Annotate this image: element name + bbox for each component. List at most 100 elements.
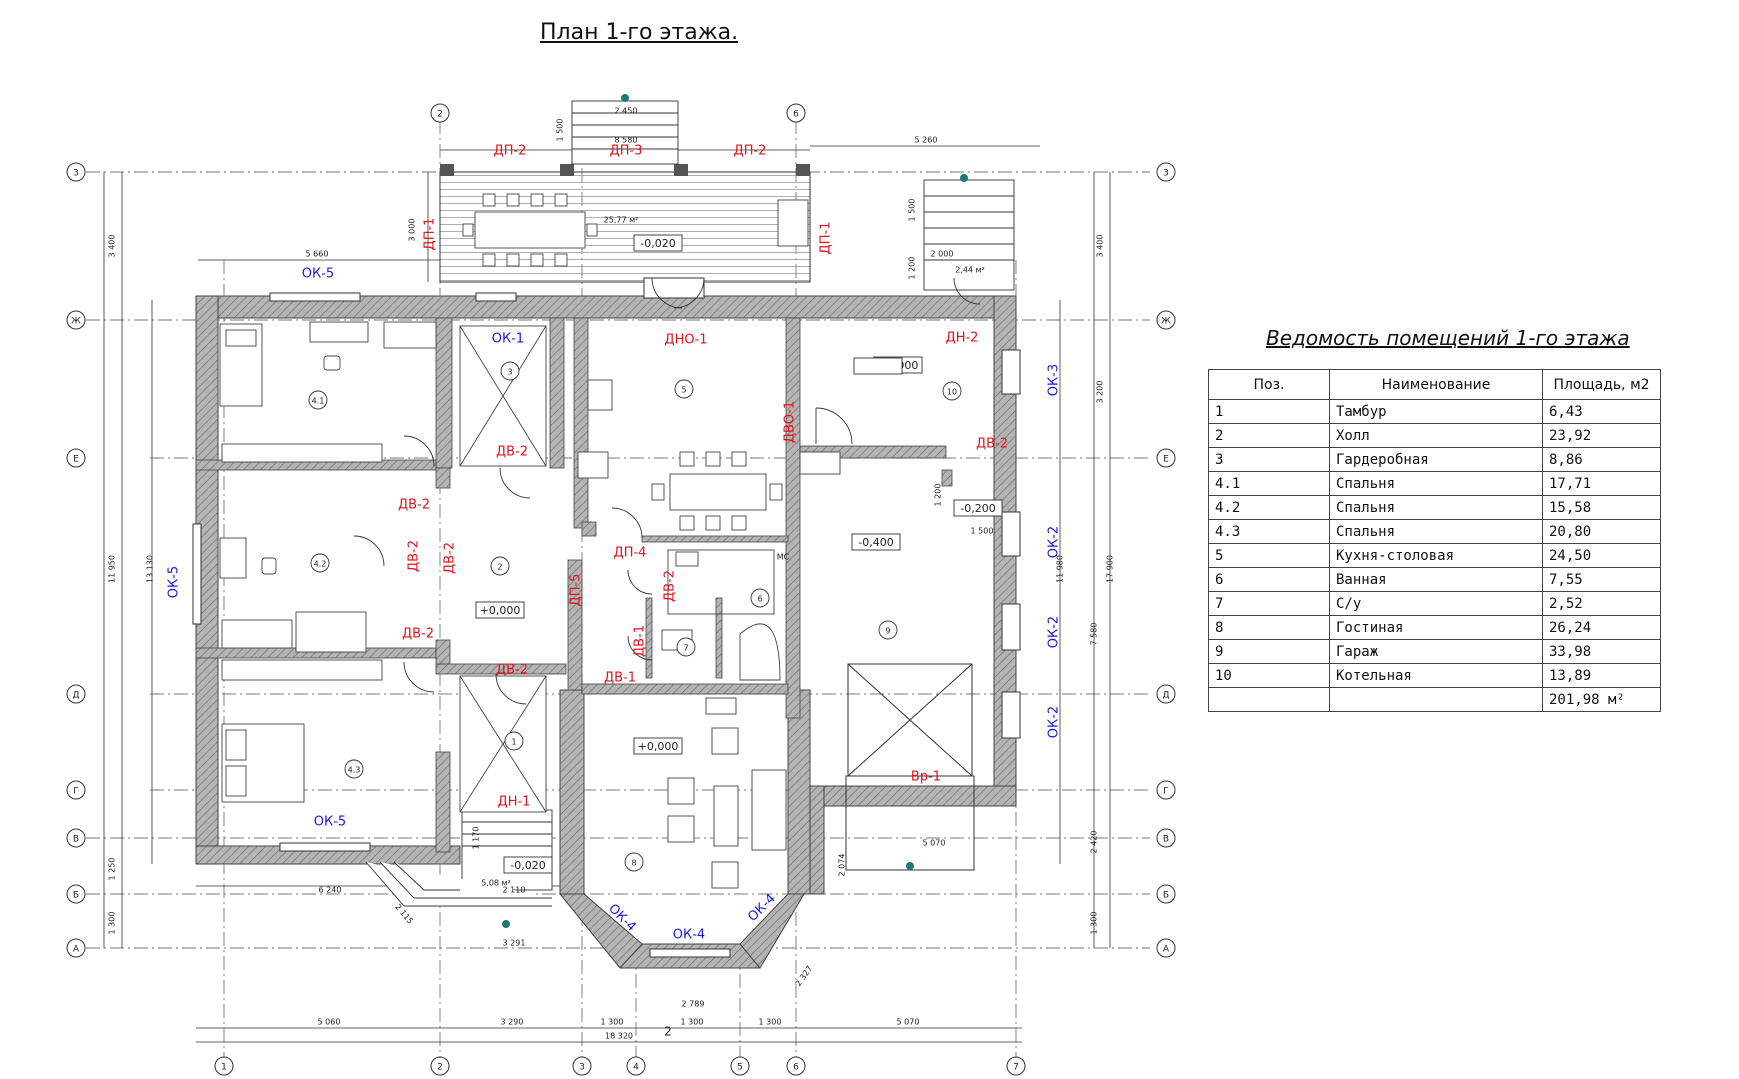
dimension-text: 1 300 [759, 1018, 782, 1027]
cell-area: 15,58 [1542, 495, 1661, 520]
header-name: Наименование [1329, 369, 1543, 400]
cell-pos: 3 [1208, 447, 1330, 472]
door-label: ДНО-1 [664, 333, 707, 348]
area-label: 5,08 м² [481, 879, 511, 888]
level-tags: -0,020+0,000-0,400-0,200+0,000+0,000-0,0… [475, 234, 1003, 874]
dimension-text: 3 290 [501, 1018, 524, 1027]
dimension-text: 5 070 [923, 839, 946, 848]
dimension-text: 1 300 [1090, 912, 1099, 935]
axis-bubble [214, 1056, 234, 1076]
dimension-text: 2 789 [682, 1000, 705, 1009]
dimension-text: 5 260 [915, 136, 938, 145]
axis-bubble [430, 103, 450, 123]
door-label: ДВ-2 [443, 542, 458, 574]
door-label: ДВ-2 [398, 498, 430, 513]
dimension-text: 3 291 [503, 939, 526, 948]
dimension-text: 1 300 [681, 1018, 704, 1027]
dimension-text: 2 420 [1090, 831, 1099, 854]
axis-label: А [1163, 945, 1170, 955]
door-label: ДВ-2 [407, 540, 422, 572]
level-marker [502, 920, 510, 928]
dimension-text: 11 950 [108, 555, 117, 583]
room-number-marker [344, 759, 364, 779]
cell-area: 23,92 [1542, 423, 1661, 448]
axis-bubble [730, 1056, 750, 1076]
cell-area: 17,71 [1542, 471, 1661, 496]
porch-stairs [365, 809, 553, 907]
cell-name: Гостиная [1329, 615, 1543, 640]
cell-area: 7,55 [1542, 567, 1661, 592]
table-row: 201,98 м² [1208, 687, 1661, 712]
axis-bubble [786, 1056, 806, 1076]
dimension-text: 8 580 [615, 136, 638, 145]
cell-name: Спальня [1329, 519, 1543, 544]
garage-gate [845, 663, 975, 871]
axis-bubble [66, 828, 86, 848]
axis-label: В [1163, 835, 1169, 845]
axis-bubble [786, 103, 806, 123]
level-value: +0,000 [480, 604, 521, 617]
door-label: ДВ-2 [976, 437, 1008, 452]
cell-name: Тамбур [1329, 399, 1543, 424]
axis-bubble [66, 938, 86, 958]
window-label: ОК-3 [1047, 364, 1062, 396]
room-number: 4.2 [314, 560, 327, 569]
window-label: ОК-1 [492, 332, 524, 347]
door-label: Вр-1 [911, 770, 941, 785]
door-label: ДП-1 [423, 218, 438, 251]
terrace-column [796, 164, 810, 176]
room-number-marker [624, 852, 644, 872]
cell-name: С/у [1329, 591, 1543, 616]
exterior-walls [195, 295, 1017, 969]
axis-bubble [66, 448, 86, 468]
dimension-text: 7 580 [1090, 623, 1099, 646]
level-tag [851, 533, 901, 551]
armchair [711, 727, 739, 755]
room-number-marker [310, 553, 330, 573]
level-value: -0,020 [510, 859, 545, 872]
door-label: ДП-2 [734, 144, 767, 159]
axis-label: 3 [73, 169, 79, 179]
axis-label: 5 [737, 1063, 743, 1073]
room-number-marker [490, 556, 510, 576]
cell-pos: 9 [1208, 639, 1330, 664]
area-label: 2,44 м² [955, 266, 985, 275]
dimension-text: 1 500 [908, 199, 917, 222]
window-label: ОК-5 [314, 815, 346, 830]
window-label: ОК-2 [1047, 526, 1062, 558]
cell-name: Кухня-столовая [1329, 543, 1543, 568]
dining-table [669, 473, 767, 511]
windows [192, 277, 1021, 958]
dimension-text: 1 250 [108, 858, 117, 881]
dimension-text: 2 074 [838, 854, 847, 877]
axis-label: Е [73, 455, 79, 465]
furniture [219, 321, 841, 889]
door-label: ДП-4 [614, 546, 647, 561]
axis-bubble [572, 1056, 592, 1076]
level-marker [906, 862, 914, 870]
header-pos: Поз. [1208, 369, 1330, 400]
cell-area: 26,24 [1542, 615, 1661, 640]
axis-bubble [1156, 828, 1176, 848]
cell-name: Гараж [1329, 639, 1543, 664]
axis-bubble [66, 684, 86, 704]
room-number: 10 [947, 388, 957, 397]
axis-label: Г [1163, 787, 1169, 797]
door-label: ДП-5 [569, 574, 584, 607]
door-label: ДВ-1 [604, 671, 636, 686]
dimension-text: 3 400 [108, 235, 117, 258]
door-label: ДВО-1 [783, 401, 798, 443]
door-label: ДП-2 [494, 144, 527, 159]
axis-label: Б [1163, 891, 1169, 901]
axis-bubble [1156, 884, 1176, 904]
door-label: ДП-3 [610, 144, 643, 159]
room-number: 4.3 [348, 766, 361, 775]
cell-area: 6,43 [1542, 399, 1661, 424]
axis-label: Ж [71, 317, 81, 327]
